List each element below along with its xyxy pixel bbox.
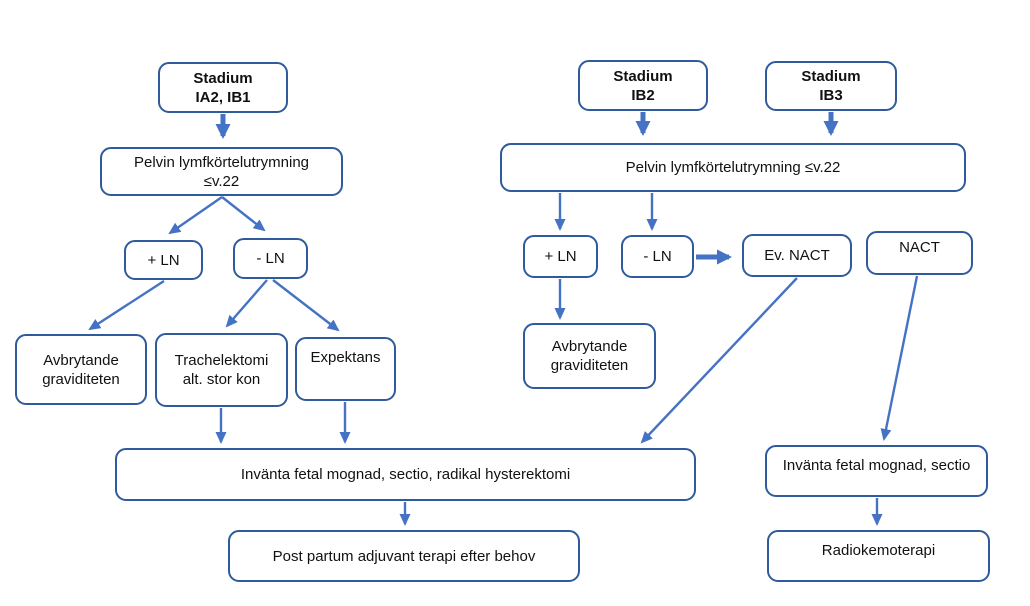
edge-nact-to-invanta-sectio	[880, 275, 919, 441]
node-ev-nact: Ev. NACT	[742, 234, 852, 277]
edge-pelvin-left-to-plus-ln	[168, 196, 223, 235]
node-pelvin-lymfkortelutrymning-left: Pelvin lymfkörtelutrymning ≤v.22	[100, 147, 343, 196]
node-avbrytande-graviditeten-left: Avbrytande graviditeten	[15, 334, 147, 405]
node-post-partum-adjuvant-terapi: Post partum adjuvant terapi efter behov	[228, 530, 580, 582]
node-trachelektomi: Trachelektomi alt. stor kon	[155, 333, 288, 407]
node-avbrytande-graviditeten-right: Avbrytande graviditeten	[523, 323, 656, 389]
edge-minus-ln-left-to-trachelektomi	[225, 279, 268, 328]
node-stadium-ib3: Stadium IB3	[765, 61, 897, 111]
node-radiokemoterapi: Radiokemoterapi	[767, 530, 990, 582]
node-plus-ln-right: + LN	[523, 235, 598, 278]
node-pelvin-lymfkortelutrymning-right: Pelvin lymfkörtelutrymning ≤v.22	[500, 143, 966, 192]
node-stadium-ia2-ib1: Stadium IA2, IB1	[158, 62, 288, 113]
node-plus-ln-left: + LN	[124, 240, 203, 280]
node-stadium-ib2: Stadium IB2	[578, 60, 708, 111]
node-invanta-fetal-mognad-sectio: Invänta fetal mognad, sectio	[765, 445, 988, 497]
node-minus-ln-right: - LN	[621, 235, 694, 278]
edge-ev-nact-to-invanta-radikal	[640, 277, 798, 444]
edge-minus-ln-left-to-expektans	[272, 279, 340, 332]
node-invanta-fetal-mognad-radikal-hysterektomi: Invänta fetal mognad, sectio, radikal hy…	[115, 448, 696, 501]
edge-plus-ln-left-to-avbrytande	[88, 279, 165, 331]
edge-pelvin-left-to-minus-ln	[221, 196, 266, 232]
node-expektans: Expektans	[295, 337, 396, 401]
node-minus-ln-left: - LN	[233, 238, 308, 279]
node-nact: NACT	[866, 231, 973, 275]
